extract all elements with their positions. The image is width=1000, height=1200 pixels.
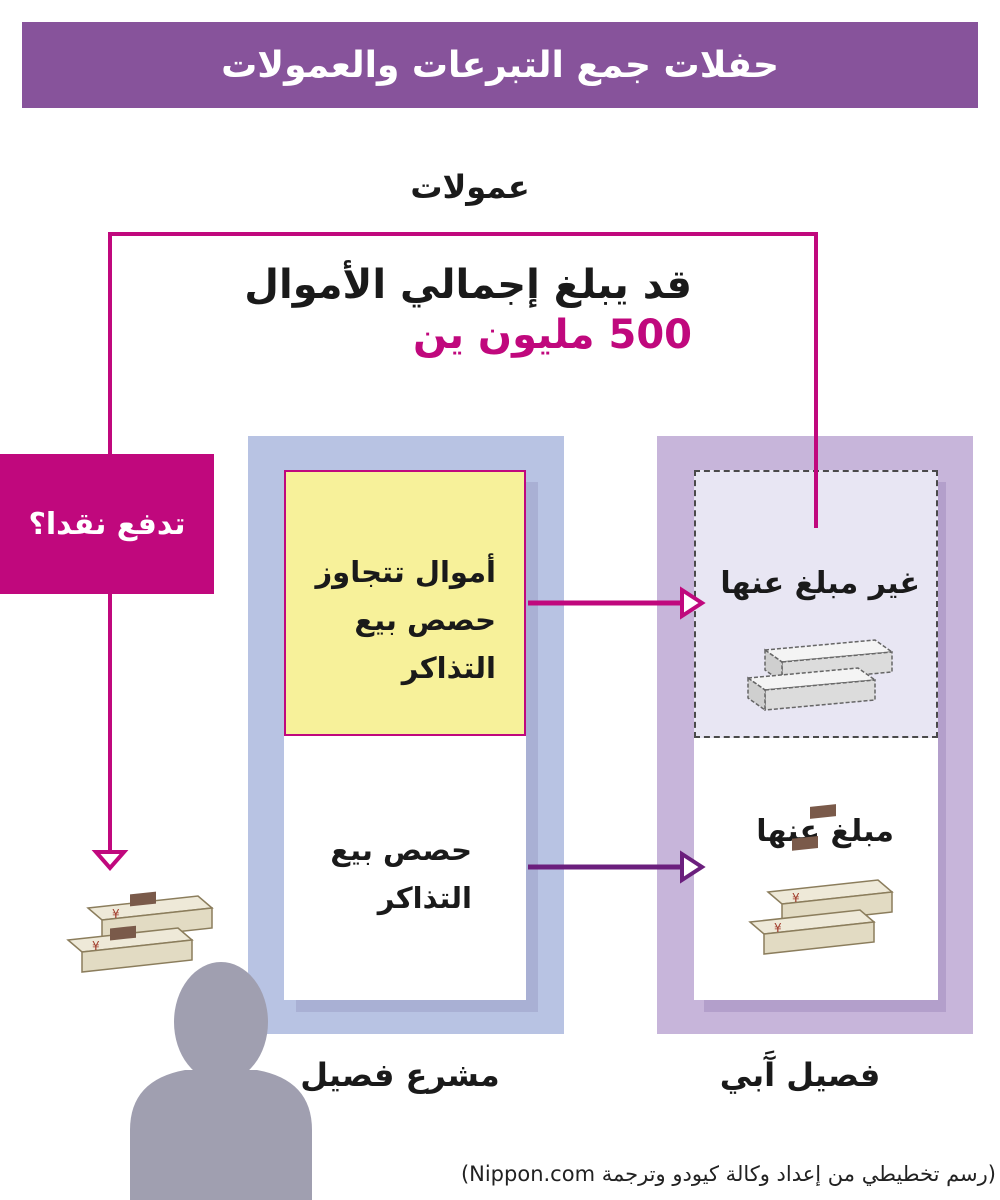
- excess-funds-box: [284, 470, 526, 736]
- svg-text:¥: ¥: [792, 891, 800, 905]
- commission-label: عمولات: [410, 168, 530, 206]
- commission-arrow: [108, 232, 818, 528]
- reported-box: [694, 738, 938, 1000]
- excess-funds-label: أموال تتجاوز حصص بيع التذاكر: [315, 555, 496, 685]
- diagram-title: حفلات جمع التبرعات والعمولات: [22, 22, 978, 108]
- cash-question-box: تدفع نقدا؟: [0, 454, 214, 594]
- blank-bills-icon: [745, 639, 895, 712]
- svg-text:¥: ¥: [92, 939, 100, 953]
- credit-note: (رسم تخطيطي من إعداد وكالة كيودو وترجمة …: [460, 1162, 996, 1186]
- organizer-name: مشرع فصيل: [300, 1056, 500, 1094]
- faction-name: فصيل آَبي: [719, 1056, 881, 1094]
- svg-text:¥: ¥: [774, 921, 782, 935]
- reported-label: مبلغ عنها: [756, 814, 894, 849]
- svg-text:¥: ¥: [112, 907, 120, 921]
- total-funds-amount: 500 مليون ين: [412, 312, 692, 358]
- cash-arrow-head: [91, 850, 129, 872]
- ticket-quota-box: [284, 736, 526, 1000]
- quota-arrow-head: [680, 850, 706, 884]
- unreported-label: غير مبلغ عنها: [720, 566, 920, 601]
- ticket-quota-label: حصص بيع التذاكر: [330, 833, 472, 915]
- yen-bills-icon: ¥ ¥: [748, 804, 894, 955]
- total-funds-label: قد يبلغ إجمالي الأموال: [244, 262, 692, 308]
- person-silhouette-icon: [130, 962, 312, 1200]
- excess-arrow-head: [680, 586, 706, 620]
- cash-bills-icon: ¥ ¥: [66, 891, 214, 973]
